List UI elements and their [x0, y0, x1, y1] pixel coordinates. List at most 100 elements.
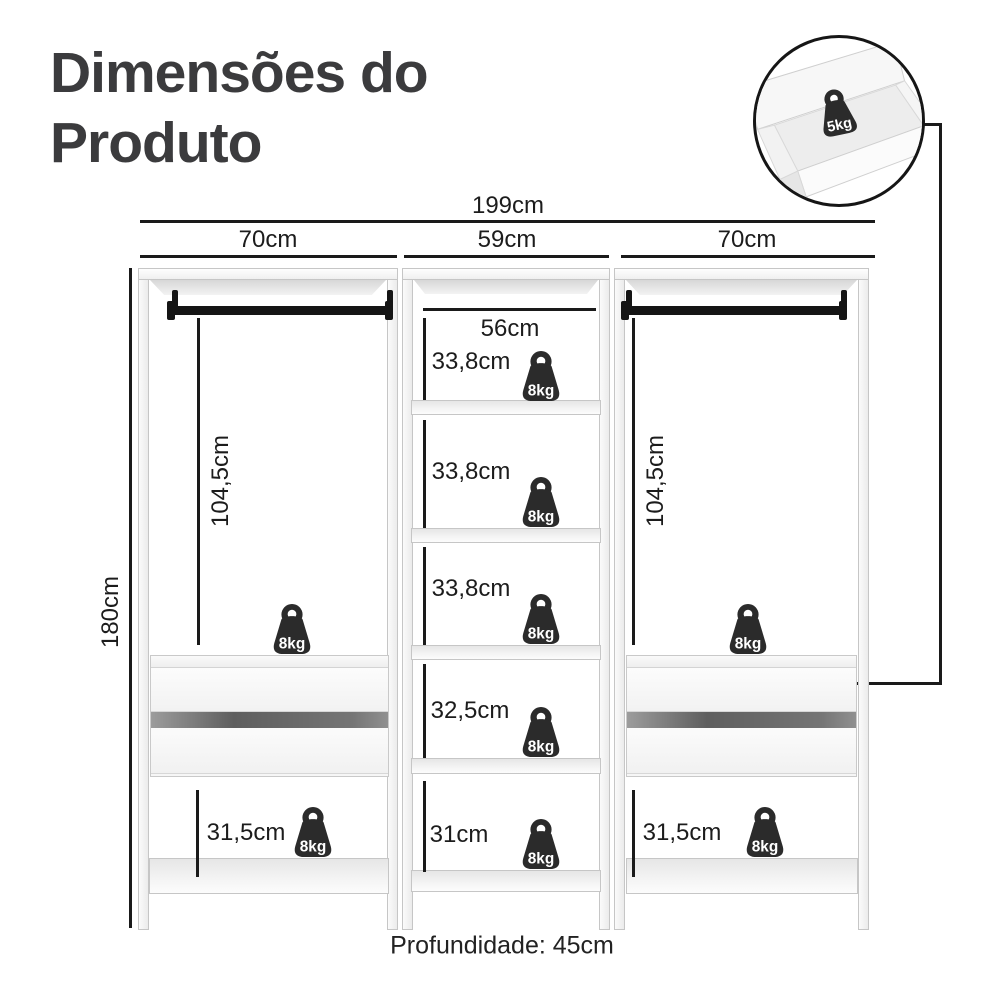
left-rod-bracket-right — [387, 290, 393, 308]
inset-connector-vertical — [939, 123, 942, 685]
right-section-right-post — [858, 268, 869, 930]
weight-icon: 8kg — [738, 806, 792, 858]
right-rod-bracket-left — [626, 290, 632, 308]
dim-middle-section-4-label: 32,5cm — [430, 697, 510, 724]
kettlebell-weight-icon: 8kg — [522, 706, 560, 758]
weight-label: 8kg — [300, 838, 327, 855]
dim-middle-section-1-label: 33,8cm — [431, 348, 511, 375]
page-title-line2: Produto — [50, 111, 262, 175]
weight-icon: 8kg — [514, 818, 568, 870]
left-hang-rod — [167, 306, 393, 315]
left-drawer-unit — [150, 655, 389, 777]
dim-right-hang-height-label: 104,5cm — [642, 434, 669, 528]
weight-label: 8kg — [528, 850, 555, 867]
dim-left-hang-height-label: 104,5cm — [207, 434, 234, 528]
inset-connector-horizontal — [804, 682, 942, 685]
dim-line-middle-section-1 — [423, 318, 426, 400]
dim-middle-width-label: 59cm — [477, 226, 537, 253]
right-drawer-unit — [626, 655, 857, 777]
kettlebell-weight-icon: 8kg — [522, 593, 560, 645]
dim-middle-section-2-label: 33,8cm — [431, 458, 511, 485]
dim-left-bottom-label: 31,5cm — [206, 819, 286, 846]
left-section-top-board — [138, 268, 398, 280]
weight-label: 8kg — [528, 738, 555, 755]
right-drawer-2 — [627, 728, 856, 774]
left-section-top-shade — [150, 280, 386, 295]
dim-right-width-label: 70cm — [717, 226, 777, 253]
weight-icon: 8kg — [265, 603, 319, 655]
right-drawer-1 — [627, 668, 856, 712]
dim-line-middle-section-2 — [423, 420, 426, 528]
left-rod-bracket-left — [172, 290, 178, 308]
dim-line-middle-section-3 — [423, 547, 426, 645]
dim-line-middle-width — [404, 255, 609, 258]
weight-icon: 8kg — [514, 476, 568, 528]
middle-shelf-3 — [411, 645, 601, 660]
weight-label: 8kg — [279, 635, 306, 652]
weight-label: 8kg — [752, 838, 779, 855]
middle-shelf-2 — [411, 528, 601, 543]
drawer-capacity-inset: 5kg — [753, 35, 925, 207]
left-drawer-1 — [151, 668, 388, 712]
inset-connector-stub — [918, 123, 942, 126]
kettlebell-weight-icon: 8kg — [522, 476, 560, 528]
right-rod-bracket-right — [841, 290, 847, 308]
dim-line-left-bottom — [196, 790, 199, 877]
page-title-line1: Dimensões do — [50, 41, 429, 105]
kettlebell-weight-icon: 5kg — [823, 89, 857, 137]
left-bottom-shelf — [149, 858, 389, 894]
page-title: Dimensões do Produto — [50, 38, 429, 178]
dim-line-total-height — [129, 268, 132, 928]
right-hang-rod — [621, 306, 847, 315]
weight-icon: 8kg — [514, 706, 568, 758]
weight-label: 8kg — [528, 508, 555, 525]
dim-line-right-width — [621, 255, 875, 258]
weight-icon: 8kg — [514, 350, 568, 402]
left-drawer-2 — [151, 728, 388, 774]
dim-line-left-width — [140, 255, 397, 258]
dim-right-bottom-label: 31,5cm — [642, 819, 722, 846]
kettlebell-weight-icon: 8kg — [273, 603, 311, 655]
weight-label: 8kg — [528, 625, 555, 642]
kettlebell-weight-icon: 8kg — [746, 806, 784, 858]
middle-bottom-shelf — [411, 870, 601, 892]
dim-line-left-hang-height — [197, 318, 200, 645]
middle-shelf-1 — [411, 400, 601, 415]
left-section-left-post — [138, 268, 149, 930]
middle-section-top-shade — [414, 280, 598, 294]
kettlebell-weight-icon: 8kg — [522, 350, 560, 402]
dim-line-right-bottom — [632, 790, 635, 877]
middle-section-top-board — [402, 268, 610, 280]
right-section-top-shade — [626, 280, 857, 295]
dim-line-total-width — [140, 220, 875, 223]
middle-shelf-4 — [411, 758, 601, 774]
dim-middle-section-5-label: 31cm — [429, 821, 489, 848]
kettlebell-weight-icon: 8kg — [294, 806, 332, 858]
weight-icon: 8kg — [286, 806, 340, 858]
right-drawer-top-board — [627, 656, 856, 668]
right-drawer-open-gap — [627, 712, 856, 728]
dim-line-right-hang-height — [632, 318, 635, 645]
dim-middle-inner-width-label: 56cm — [480, 315, 540, 342]
dim-line-middle-section-5 — [423, 781, 426, 872]
right-bottom-shelf — [626, 858, 858, 894]
left-drawer-open-gap — [151, 712, 388, 728]
weight-label: 8kg — [528, 382, 555, 399]
weight-label: 8kg — [735, 635, 762, 652]
kettlebell-weight-icon: 8kg — [729, 603, 767, 655]
dim-line-middle-inner-width — [423, 308, 596, 311]
dim-middle-section-3-label: 33,8cm — [431, 575, 511, 602]
dim-line-middle-section-4 — [423, 664, 426, 758]
weight-icon: 8kg — [514, 593, 568, 645]
kettlebell-weight-icon: 8kg — [522, 818, 560, 870]
middle-section-right-post — [599, 268, 610, 930]
right-section-top-board — [614, 268, 869, 280]
dim-total-width-label: 199cm — [471, 192, 545, 219]
depth-label: Profundidade: 45cm — [390, 931, 614, 960]
dim-left-width-label: 70cm — [238, 226, 298, 253]
weight-icon: 8kg — [721, 603, 775, 655]
open-drawer-illustration: 5kg — [756, 40, 922, 204]
weight-label: 5kg — [826, 115, 854, 136]
left-drawer-top-board — [151, 656, 388, 668]
